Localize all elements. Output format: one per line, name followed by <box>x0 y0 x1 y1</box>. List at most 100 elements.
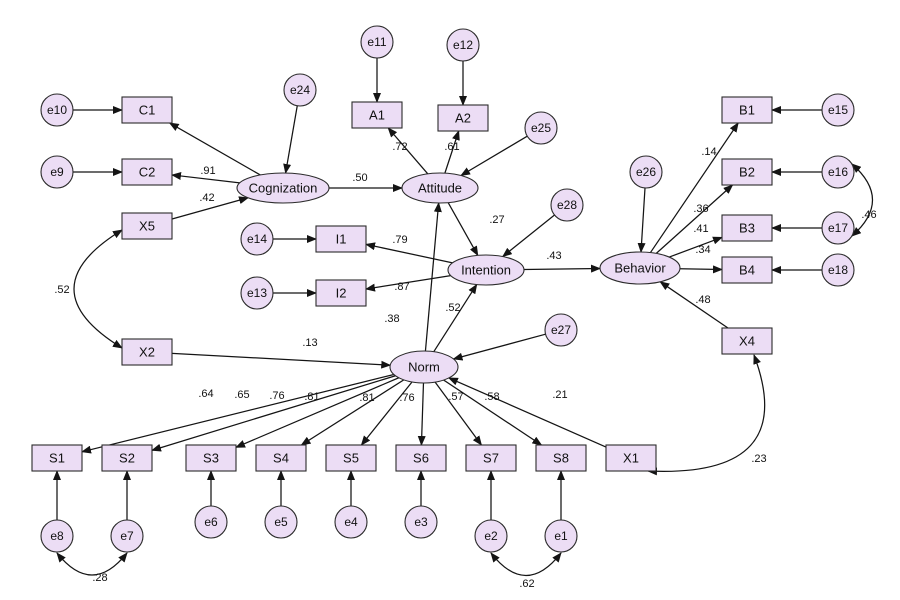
coef-norm-to-S1: .64 <box>198 388 213 400</box>
error-e24-label: e24 <box>290 83 310 97</box>
coef-X5-to-cognization: .42 <box>199 192 214 204</box>
indicator-C1 <box>121 96 173 124</box>
indicator-A2-label: A2 <box>455 111 471 126</box>
path-cognization-to-C2 <box>171 172 240 184</box>
error-e8 <box>40 519 74 553</box>
error-e11-label: e11 <box>367 35 386 49</box>
latent-intention <box>447 254 525 286</box>
indicator-S3-label: S3 <box>203 451 219 466</box>
error-e27 <box>544 313 578 347</box>
indicator-S8-label: S8 <box>553 451 569 466</box>
coef-cov-e16-e17: .46 <box>861 209 876 221</box>
coef-behavior-to-B1: .14 <box>701 146 716 158</box>
error-e18 <box>821 253 855 287</box>
path-norm-to-S1 <box>81 373 395 454</box>
indicator-B2 <box>721 158 773 186</box>
coef-cognization-to-C2: .91 <box>200 165 215 177</box>
error-e24 <box>283 73 317 107</box>
path-e28-to-intention <box>501 214 555 258</box>
error-e15 <box>821 93 855 127</box>
error-e14-label: e14 <box>247 232 267 246</box>
indicator-X4 <box>721 327 773 355</box>
indicator-S1-label: S1 <box>49 451 65 466</box>
indicator-I1 <box>315 225 367 253</box>
coef-intention-to-I2: .87 <box>394 281 409 293</box>
latent-cognization <box>236 172 330 204</box>
error-e8-label: e8 <box>50 529 64 543</box>
latent-cognization-label: Cognization <box>249 181 318 196</box>
error-e26 <box>629 155 663 189</box>
coef-norm-to-intention: .52 <box>445 302 460 314</box>
coef-cov-e8-e7: .28 <box>92 572 107 584</box>
coef-norm-to-S4: .81 <box>304 391 319 403</box>
path-X1-to-norm <box>447 377 607 448</box>
error-e7 <box>110 519 144 553</box>
coef-cov-X1-X4: .23 <box>751 453 766 465</box>
error-e16-label: e16 <box>828 165 848 179</box>
error-e5-label: e5 <box>274 515 288 529</box>
indicator-A1 <box>351 101 403 129</box>
indicator-B3-label: B3 <box>739 221 755 236</box>
error-e2-label: e2 <box>484 529 498 543</box>
path-intention-to-I2 <box>365 274 451 292</box>
coef-norm-to-S5: .81 <box>359 392 374 404</box>
error-e4 <box>334 505 368 539</box>
error-e6 <box>194 505 228 539</box>
covariance-e8-e7 <box>56 552 128 576</box>
path-attitude-to-intention <box>447 202 479 257</box>
coef-norm-to-S3: .76 <box>269 390 284 402</box>
path-norm-to-S8 <box>443 379 543 446</box>
indicator-S5 <box>325 444 377 472</box>
coef-behavior-to-B2: .36 <box>693 203 708 215</box>
error-e27-label: e27 <box>551 323 571 337</box>
coef-cov-X5-X2: .52 <box>54 284 69 296</box>
error-e10-label: e10 <box>47 103 67 117</box>
latent-attitude <box>401 172 479 204</box>
coef-behavior-to-B3: .41 <box>693 223 708 235</box>
indicator-A2 <box>437 104 489 132</box>
latent-norm <box>389 350 459 384</box>
indicator-S4 <box>255 444 307 472</box>
indicator-S6 <box>395 444 447 472</box>
error-e13-label: e13 <box>247 286 267 300</box>
indicator-S1 <box>31 444 83 472</box>
path-norm-to-S6 <box>417 382 426 446</box>
path-attitude-to-A2 <box>444 130 460 174</box>
path-e25-to-attitude <box>460 135 528 177</box>
error-e6-label: e6 <box>204 515 218 529</box>
error-e28 <box>550 188 584 222</box>
path-norm-to-S3 <box>235 377 400 448</box>
indicator-X5 <box>121 212 173 240</box>
error-e9 <box>40 155 74 189</box>
indicator-B4 <box>721 256 773 284</box>
path-norm-to-intention <box>433 283 478 353</box>
indicator-S8 <box>535 444 587 472</box>
path-norm-to-S5 <box>360 381 413 446</box>
indicator-B3 <box>721 214 773 242</box>
coef-intention-to-I1: .79 <box>392 234 407 246</box>
coef-attitude-to-A2: .61 <box>444 141 459 153</box>
coef-norm-to-S2: .65 <box>234 389 249 401</box>
coef-X2-to-norm: .13 <box>302 337 317 349</box>
error-e16 <box>821 155 855 189</box>
error-e7-label: e7 <box>120 529 134 543</box>
latent-intention-label: Intention <box>461 263 511 278</box>
indicator-C1-label: C1 <box>139 103 156 118</box>
indicator-B2-label: B2 <box>739 165 755 180</box>
indicator-X4-label: X4 <box>739 334 755 349</box>
coef-X4-to-behavior: .48 <box>695 294 710 306</box>
error-e5 <box>264 505 298 539</box>
error-e12-label: e12 <box>453 38 473 52</box>
coef-norm-to-S6: .76 <box>399 392 414 404</box>
coef-attitude-to-A1: .72 <box>392 141 407 153</box>
path-attitude-to-A1 <box>387 127 429 175</box>
covariance-X5-X2 <box>73 229 123 349</box>
latent-norm-label: Norm <box>408 360 440 375</box>
coef-norm-to-attitude: .38 <box>384 313 399 325</box>
error-e9-label: e9 <box>50 165 64 179</box>
indicator-B1-label: B1 <box>739 103 755 118</box>
path-norm-to-S2 <box>151 375 396 452</box>
indicator-X2-label: X2 <box>139 345 155 360</box>
indicator-X1 <box>605 444 657 472</box>
